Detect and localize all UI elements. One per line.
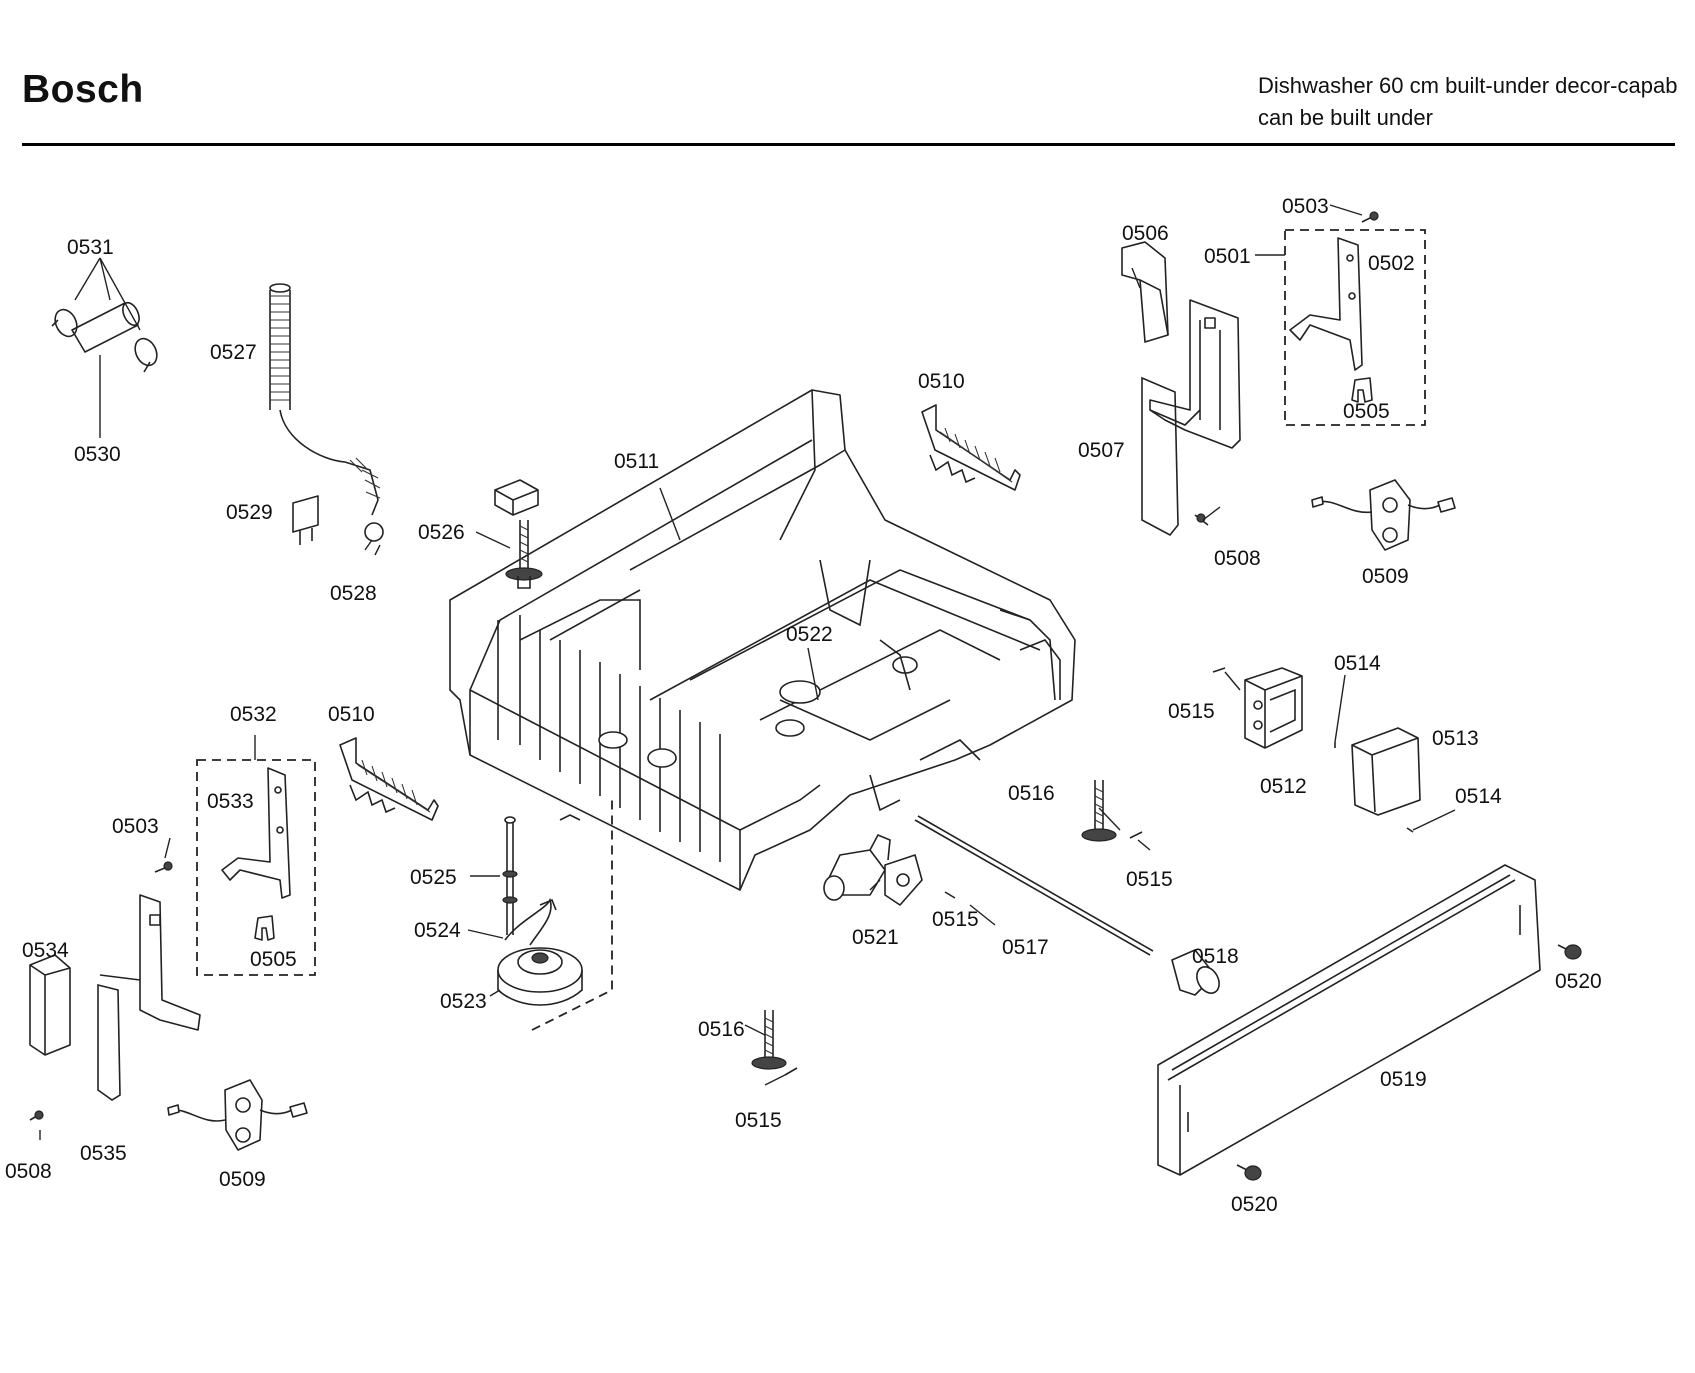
kick-panel-0519	[1157, 864, 1541, 1176]
bracket-0506	[1121, 241, 1169, 343]
inlet-valve-0521	[823, 833, 923, 906]
label-0520-bottom: 0520	[1231, 1193, 1278, 1216]
label-0505-left: 0505	[250, 948, 297, 971]
label-0523: 0523	[440, 990, 487, 1013]
label-0503-top: 0503	[1282, 195, 1329, 218]
drain-hose-0527	[269, 283, 384, 542]
base-tub-0511	[449, 389, 1076, 891]
hinge-assembly-0532	[196, 735, 316, 976]
label-0513: 0513	[1432, 727, 1479, 750]
label-0516-bottom: 0516	[698, 1018, 745, 1041]
label-0525: 0525	[410, 866, 457, 889]
leveling-foot-0526	[494, 479, 543, 589]
label-0516-right: 0516	[1008, 782, 1055, 805]
label-0529: 0529	[226, 501, 273, 524]
screw-0508-left	[29, 1110, 44, 1121]
label-0534: 0534	[22, 939, 69, 962]
screw-0503-top	[1361, 211, 1379, 223]
label-0524: 0524	[414, 919, 461, 942]
label-0508-left: 0508	[5, 1160, 52, 1183]
cover-0513	[1351, 727, 1421, 816]
foot-0516-a	[1081, 780, 1117, 842]
hose-clip-0529	[292, 495, 319, 545]
cover-0534	[29, 954, 71, 1056]
label-0526: 0526	[418, 521, 465, 544]
rod-0517	[914, 815, 1154, 956]
label-0512: 0512	[1260, 775, 1307, 798]
label-0507: 0507	[1078, 439, 1125, 462]
label-0515-bottom: 0515	[735, 1109, 782, 1132]
rail-0510-left	[339, 737, 439, 821]
screw-0508-right	[1194, 513, 1209, 526]
label-0501: 0501	[1204, 245, 1251, 268]
label-0505-top: 0505	[1343, 400, 1390, 423]
label-0511: 0511	[614, 450, 659, 473]
label-0508-right: 0508	[1214, 547, 1261, 570]
label-0517: 0517	[1002, 936, 1049, 959]
label-0506: 0506	[1122, 222, 1169, 245]
label-0522: 0522	[786, 623, 833, 646]
label-0515-center: 0515	[932, 908, 979, 931]
label-0509-left: 0509	[219, 1168, 266, 1191]
label-0514-top: 0514	[1334, 652, 1381, 675]
knob-0518	[1171, 949, 1220, 996]
label-0520-right: 0520	[1555, 970, 1602, 993]
label-0515-module: 0515	[1168, 700, 1215, 723]
module-0512	[1244, 667, 1303, 749]
label-0519: 0519	[1380, 1068, 1427, 1091]
label-0531: 0531	[67, 236, 114, 259]
label-0521: 0521	[852, 926, 899, 949]
bracket-0535	[97, 894, 201, 1101]
connector-0530-0531	[51, 301, 158, 373]
label-0510-top: 0510	[918, 370, 965, 393]
label-0530: 0530	[74, 443, 121, 466]
header-divider	[22, 143, 1675, 146]
label-0528: 0528	[330, 582, 377, 605]
motor-0509-left	[167, 1079, 308, 1151]
label-0509-right: 0509	[1362, 565, 1409, 588]
hinge-assembly-0501	[1255, 229, 1426, 426]
screw-0520-b	[1236, 1164, 1262, 1181]
label-0535: 0535	[80, 1142, 127, 1165]
brand-logo: Bosch	[22, 68, 144, 111]
motor-0509-right	[1311, 479, 1456, 551]
leader-lines	[39, 204, 1456, 1140]
label-0502: 0502	[1368, 252, 1415, 275]
label-0515-right: 0515	[1126, 868, 1173, 891]
page-subtitle: can be built under	[1258, 105, 1433, 130]
foot-0516-b	[751, 1010, 787, 1070]
small-screws-0514	[1334, 742, 1414, 833]
screw-0503-left	[154, 861, 173, 873]
label-0533: 0533	[207, 790, 254, 813]
label-0503-left: 0503	[112, 815, 159, 838]
label-0514-right: 0514	[1455, 785, 1502, 808]
small-screws-0515	[784, 667, 1226, 1076]
page-title: Dishwasher 60 cm built-under decor-capab	[1258, 73, 1678, 98]
screw-0520-a	[1557, 944, 1582, 960]
part-number-labels: 0531 0530 0527 0529 0528 0511 0526 0510 …	[5, 195, 1602, 1216]
label-0518: 0518	[1192, 945, 1239, 968]
label-0532: 0532	[230, 703, 277, 726]
bracket-0507	[1141, 299, 1241, 537]
rail-0510-top	[921, 404, 1021, 491]
label-0510-left: 0510	[328, 703, 375, 726]
pump-parts-0523-0525	[497, 800, 613, 1031]
label-0527: 0527	[210, 341, 257, 364]
